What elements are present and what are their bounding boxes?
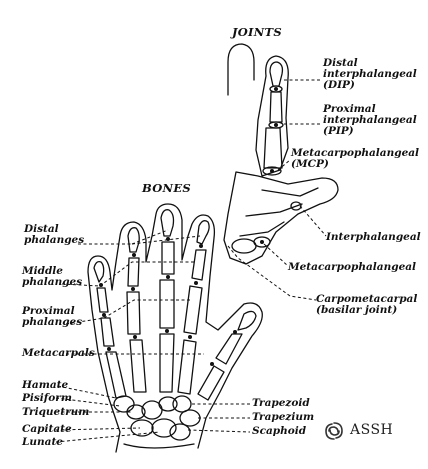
label-hamate: Hamate — [22, 379, 69, 391]
label-metacarpals: Metacarpals — [22, 347, 95, 359]
label-scaphoid: Scaphoid — [252, 425, 307, 437]
label-pip: Proximal interphalangeal (PIP) — [323, 103, 417, 137]
label-cmc: Carpometacarpal (basilar joint) — [316, 293, 418, 316]
middle-finger-bones — [159, 209, 175, 393]
label-thumb-ip: Interphalangeal — [326, 231, 421, 243]
assh-logo: ASSH — [320, 419, 420, 443]
carpal-bones — [113, 395, 201, 449]
label-trapezoid: Trapezoid — [252, 397, 310, 409]
label-trapezium: Trapezium — [252, 411, 315, 423]
index-finger-bones — [177, 220, 210, 395]
label-distal-phalanges: Distal phalanges — [24, 223, 85, 246]
label-lunate: Lunate — [22, 436, 63, 448]
label-pisiform: Pisiform — [22, 392, 72, 404]
label-thumb-mcp: Metacarpophalangeal — [288, 261, 417, 273]
label-triquetrum: Triquetrum — [22, 406, 90, 418]
joints-heading: JOINTS — [232, 25, 283, 39]
thumb-bones — [197, 310, 257, 401]
little-finger-bones — [93, 260, 127, 399]
label-middle-phalanges: Middle phalanges — [22, 265, 83, 288]
lateral-hand-outline — [223, 171, 339, 265]
assh-swirl-icon — [325, 422, 343, 440]
label-proximal-phalanges: Proximal phalanges — [22, 305, 83, 328]
label-dip: Distal interphalangeal (DIP) — [323, 57, 417, 91]
label-capitate: Capitate — [22, 423, 72, 435]
hand-outline — [87, 203, 263, 453]
assh-logo-text: ASSH — [350, 422, 394, 438]
raised-finger-outline — [227, 43, 289, 177]
leader-lines — [55, 79, 327, 443]
bones-heading: BONES — [142, 181, 192, 195]
ring-finger-bones — [126, 227, 147, 393]
label-mcp: Metacarpophalangeal (MCP) — [291, 147, 420, 170]
raised-finger-bones — [262, 61, 284, 176]
